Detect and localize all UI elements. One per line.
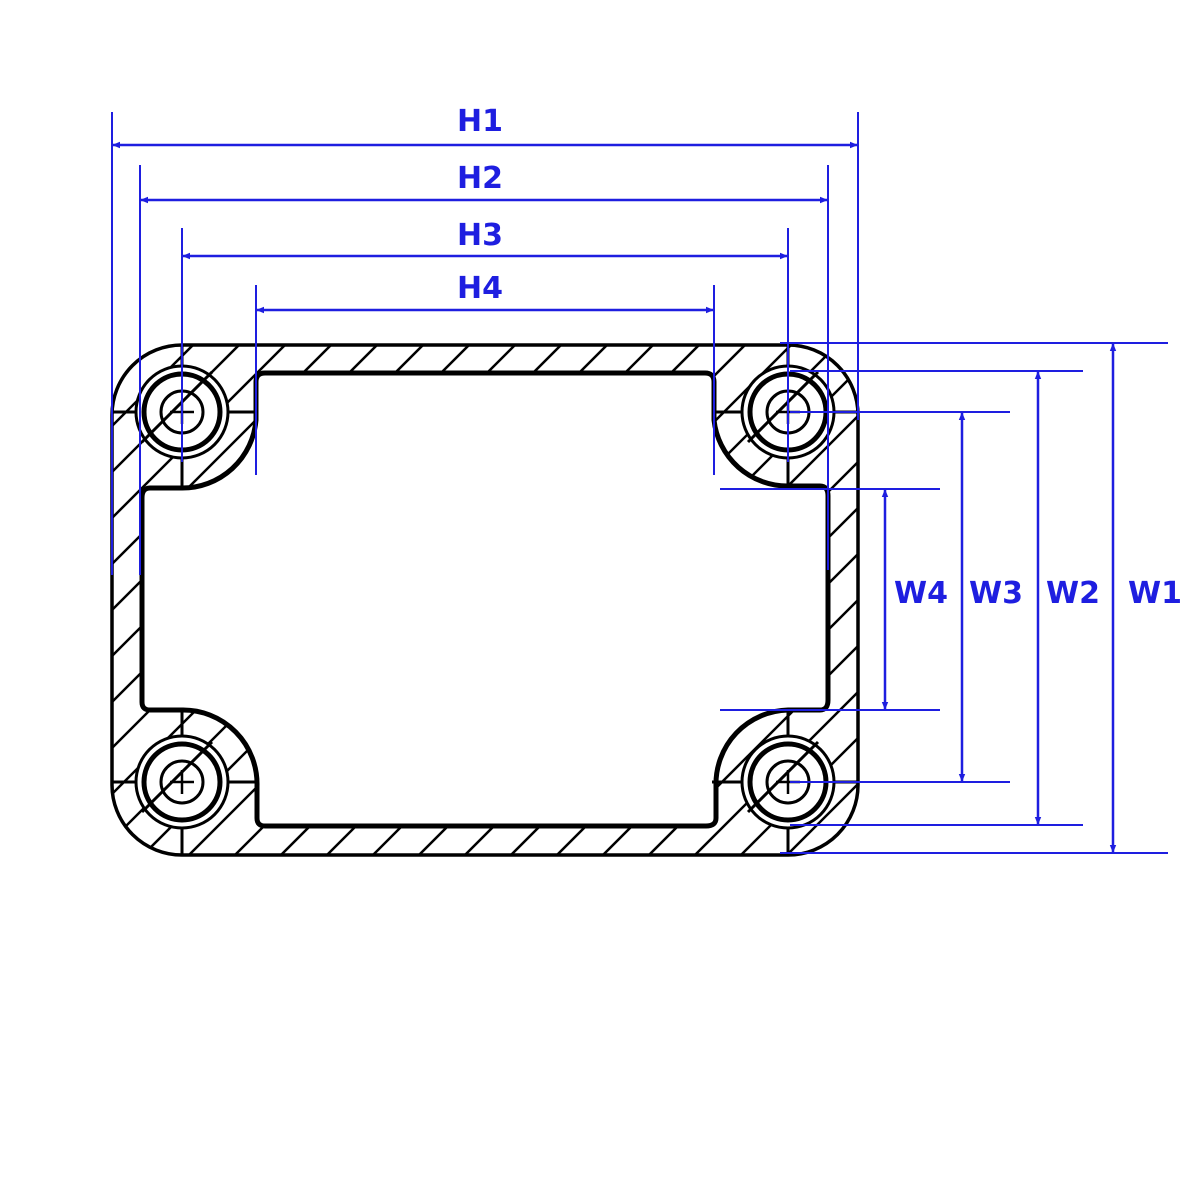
hatch-line (880, 0, 1200, 900)
hatch-line (112, 345, 815, 855)
hatch-line (511, 345, 858, 855)
hatch-line (1064, 0, 1200, 900)
hatch-line (833, 345, 858, 855)
h1-label: H1 (457, 104, 503, 139)
hatch-line (112, 345, 769, 855)
w1-label: W1 (1128, 576, 1182, 611)
hatch-line (112, 345, 585, 855)
w2-label: W2 (1046, 576, 1100, 611)
horizontal-dimensions: H1 H2 H3 H4 (111, 104, 859, 575)
h2-label: H2 (457, 161, 503, 196)
vertical-dimensions: W1 W2 W3 W4 (720, 342, 1182, 854)
enclosure-cavity-outline (139, 370, 831, 829)
hatch-line (972, 0, 1200, 900)
hatch-line (112, 345, 723, 855)
hatch-line (112, 345, 858, 855)
mounting-hole (112, 710, 258, 855)
hatch-line (695, 345, 858, 855)
w3-label: W3 (969, 576, 1023, 611)
hatch-line (112, 345, 631, 855)
hatch-line (603, 345, 858, 855)
hatch-line (281, 345, 858, 855)
hatch-line (189, 345, 858, 855)
hatch-line (1018, 0, 1200, 900)
hatch-line (465, 345, 858, 855)
hatch-line (926, 0, 1200, 900)
w4-label: W4 (894, 576, 948, 611)
h3-label: H3 (457, 218, 503, 253)
mounting-holes (112, 345, 858, 855)
enclosure-outer-outline (110, 343, 860, 857)
hatch-line (557, 345, 858, 855)
hatch-line (235, 345, 858, 855)
hatch-line (143, 345, 858, 855)
h4-label: H4 (457, 271, 503, 306)
hatch-line (787, 345, 858, 855)
hatch-line (112, 345, 677, 855)
